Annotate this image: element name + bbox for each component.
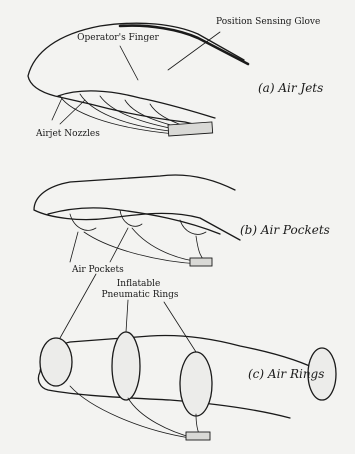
caption-air-jets: (a) Air Jets	[258, 81, 323, 95]
panel-air-pockets: Air Pockets (b) Air Pockets	[34, 175, 330, 275]
caption-air-rings: (c) Air Rings	[248, 367, 324, 381]
tube-bundle-a	[168, 122, 213, 136]
airjet-tubes	[60, 94, 184, 134]
label-operators-finger: Operator's Finger	[77, 33, 159, 43]
panel-air-rings: Inflatable Pneumatic Rings (c) Air Rings	[38, 274, 336, 440]
label-air-pockets: Air Pockets	[71, 265, 124, 275]
tube-bundle-b	[190, 258, 212, 266]
air-pocket-tubes	[84, 228, 204, 264]
label-inflatable-pneumatic-rings: Inflatable Pneumatic Rings	[101, 279, 178, 300]
caption-air-pockets: (b) Air Pockets	[240, 223, 330, 237]
label-position-sensing-glove: Position Sensing Glove	[216, 17, 320, 27]
panel-air-jets: Operator's Finger Position Sensing Glove…	[28, 17, 323, 139]
finger-underside-a	[58, 91, 215, 118]
tube-bundle-c	[186, 432, 210, 440]
label-airjet-nozzles: Airjet Nozzles	[35, 129, 100, 139]
